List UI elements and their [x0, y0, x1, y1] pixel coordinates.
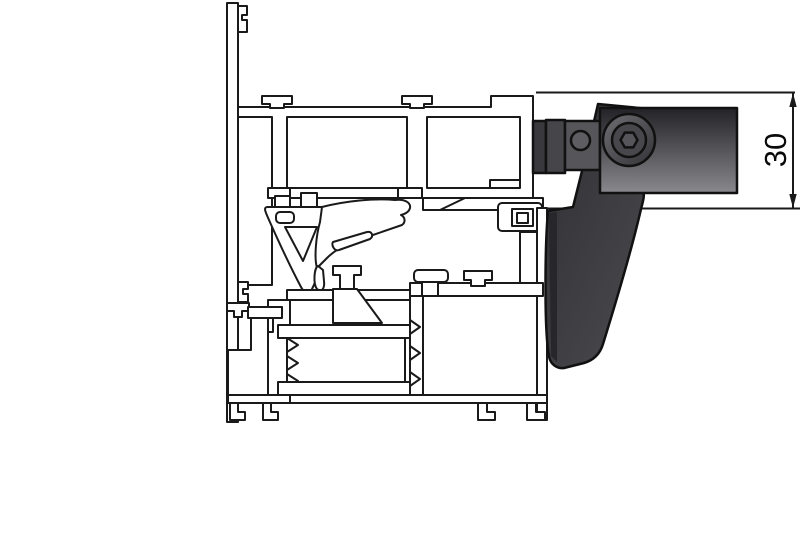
sash-left-channel: [237, 116, 273, 286]
clamp-block-mid: [544, 118, 567, 175]
dimension-30: 30: [758, 93, 797, 208]
gasket-port-1: [274, 195, 291, 208]
frame-base-plate: [286, 394, 548, 404]
sash-chamber-right: [426, 116, 521, 189]
frame-hook-left-2: [262, 402, 279, 421]
serration-right-1: [409, 319, 421, 335]
frame-plate-mid: [277, 324, 419, 339]
frame-chamber-low-right: [422, 295, 538, 396]
serration-left-1: [286, 337, 299, 353]
dimension-arrow-up-icon: [789, 93, 797, 107]
handle-assembly: [531, 102, 739, 370]
frame-tpost-c: [463, 270, 493, 287]
sash-tslot-post-2: [401, 95, 433, 109]
frame-top-clip: [237, 5, 248, 33]
sash-gasket-lip-2: [397, 187, 423, 199]
aluminium-profile-outline: [226, 2, 548, 423]
dimension-arrow-down-icon: [789, 194, 797, 208]
seal-triangle-hole: [284, 226, 318, 262]
frame-hook-right-2: [526, 402, 546, 421]
handle-lever-shade: [549, 212, 557, 362]
clamp-pin-icon: [569, 129, 592, 152]
seal-rect-hole: [275, 211, 295, 224]
serration-right-3: [409, 371, 421, 387]
sash-rail-diagonal: [439, 197, 466, 211]
frame-tall-t-cap: [247, 306, 283, 319]
frame-tpost-b-cap: [413, 269, 449, 283]
clamp-block-left: [531, 119, 548, 175]
frame-mid-clip: [237, 281, 249, 303]
frame-plate-low: [277, 381, 419, 396]
sash-tslot-post-1: [261, 95, 293, 109]
frame-tpost-a: [332, 265, 362, 291]
frame-chamber-low-left: [286, 337, 406, 383]
hex-socket-bolt-icon: [619, 131, 639, 149]
gasket-port-2: [300, 192, 318, 208]
glazing-clip-core: [516, 212, 529, 224]
sash-chamber-step: [489, 179, 520, 188]
frame-trapezoid-seal: [332, 288, 383, 324]
frame-hook-left-1: [229, 402, 246, 421]
serration-left-2: [286, 355, 299, 371]
frame-hook-right-1: [477, 402, 496, 421]
dimension-value-label: 30: [758, 133, 793, 167]
frame-corner-hook: [226, 302, 250, 318]
sash-chamber-main: [286, 116, 408, 189]
frame-foot-channel: [227, 394, 291, 404]
seal-arm-slot: [331, 230, 374, 252]
seal-drip-tip: [313, 265, 326, 292]
serration-right-2: [409, 345, 421, 361]
